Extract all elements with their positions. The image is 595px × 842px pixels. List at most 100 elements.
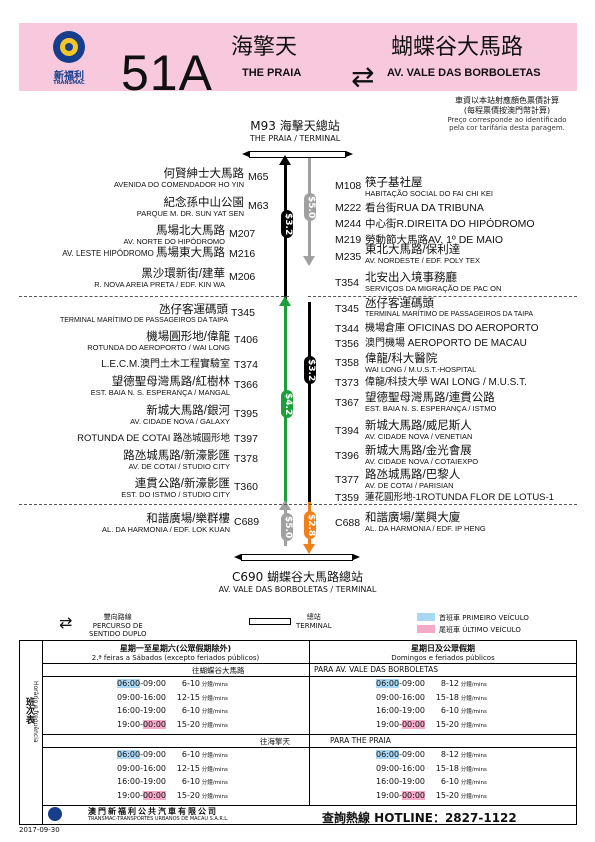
direction-1-pt: PARA AV. VALE DAS BORBOLETAS — [314, 665, 439, 674]
brand-name-en: TRANSMAC — [53, 80, 85, 86]
stop-name-cn: 機場圓形地/偉龍 — [146, 331, 230, 343]
stop-code: T356 — [335, 338, 359, 350]
stop-code: T366 — [234, 379, 258, 391]
stop-code: T358 — [335, 357, 359, 369]
time-separator: - — [399, 692, 402, 702]
stop-code: T397 — [234, 433, 258, 445]
stop-code: M219 — [335, 234, 362, 246]
frequency: 6-10 — [181, 777, 201, 786]
legend-first-bus: 首班車 PRIMEIRO VEÍCULO — [439, 614, 529, 622]
holiday-title: 星期日及公眾假期 — [411, 644, 475, 653]
transmac-emblem-icon — [53, 31, 85, 63]
stop-code: T378 — [234, 453, 258, 465]
stop-code: M206 — [229, 271, 256, 283]
bidirectional-arrows-icon: ⇄ — [351, 60, 375, 93]
stop-code: M108 — [335, 180, 362, 192]
time-separator: - — [399, 679, 402, 688]
transmac-logo: 新福利 TRANSMAC — [49, 31, 89, 89]
destination-name-cn: 蝴蝶谷大馬路 — [391, 35, 524, 60]
stop-code: M207 — [229, 228, 256, 240]
fare-note-line-2: (每程票價按澳門幣計算) — [463, 106, 551, 115]
time-separator: - — [140, 706, 143, 715]
company-name-pt: TRANSMAC-TRANSPORTES URBANOS DE MACAU S.… — [88, 816, 229, 822]
time-separator: - — [140, 692, 143, 702]
table-divider — [309, 664, 310, 805]
time-start: 19:00 — [376, 719, 400, 729]
stop-name-cn: ROTUNDA DE COTAI 路氹城圓形地 — [77, 433, 230, 444]
fare-note-line-3: Preço corresponde ao identificado — [447, 116, 567, 124]
frequency: 6-10 — [440, 706, 460, 715]
stop-name-cn: 紀念孫中山公園 — [163, 197, 245, 209]
side-label-cn: 班次表 — [24, 697, 34, 724]
stop-code: M244 — [335, 218, 362, 230]
fare-zone-divider — [19, 296, 289, 297]
bottom-terminal-name: C690 蝴蝶谷大馬路總站 — [231, 570, 364, 584]
up-arrow-icon — [279, 296, 291, 306]
direction-1-cn: 往蝴蝶谷大馬路 — [192, 666, 245, 675]
frequency-unit: 分鐘/mins — [459, 682, 487, 688]
time-start: 06:00 — [376, 750, 400, 759]
weekday-header: 星期一至星期六(公眾假期除外) 2.ª feiras a Sábados (ex… — [42, 641, 310, 664]
time-start: 16:00 — [376, 777, 400, 786]
stop-code: C689 — [234, 516, 260, 528]
double-direction-icon: ⇄ — [59, 613, 73, 632]
up-arrow-icon — [279, 155, 291, 165]
stop-name-cn: 和諧廣場/業興大廈 — [365, 512, 461, 524]
route-number: 51A — [121, 45, 213, 101]
time-start: 06:00 — [117, 679, 141, 688]
frequency: 8-12 — [440, 750, 460, 759]
origin-name-cn: 海擎天 — [231, 35, 298, 60]
time-separator: - — [140, 719, 143, 729]
frequency-unit: 分鐘/mins — [200, 695, 228, 702]
frequency: 15-18 — [435, 692, 460, 702]
stop-name-en: AV. CIDADE NOVA / COTAIEXPO — [365, 457, 479, 466]
stop-name-cn: 東北大馬路/保利達 — [365, 244, 461, 256]
time-end: 09:00 — [142, 679, 167, 688]
stop-name-cn: 偉龍/科技大學 WAI LONG / M.U.S.T. — [365, 377, 527, 388]
stop-name-en: SERVIÇOS DA MIGRAÇÃO DE PAC ON — [365, 284, 502, 293]
time-separator: - — [140, 790, 143, 800]
bottom-terminal: C690 蝴蝶谷大馬路總站 AV. VALE DAS BORBOLETAS / … — [180, 568, 415, 594]
frequency-unit: 分鐘/mins — [459, 753, 487, 759]
stop-name-cn: 蓮花圓形地-1ROTUNDA FLOR DE LOTUS-1 — [365, 492, 554, 503]
stop-name-en: AV. DE COTAI / STUDIO CITY — [128, 462, 230, 471]
time-end: 00:00 — [401, 790, 426, 800]
time-end: 00:00 — [142, 719, 167, 729]
time-end: 09:00 — [401, 679, 426, 688]
weekday-subtitle: 2.ª feiras a Sábados (excepto feriados p… — [91, 654, 260, 662]
stop-name-cn: 看台街RUA DA TRIBUNA — [365, 202, 484, 214]
stop-name-cn: 勞動節大馬路AV. 1º DE MAIO — [365, 234, 504, 246]
frequency: 15-20 — [435, 719, 460, 729]
stop-name-en: PARQUE M. DR. SUN YAT SEN — [136, 209, 244, 218]
fare-black-lower: $3.2 — [304, 356, 316, 385]
frequency: 6-10 — [181, 750, 201, 759]
time-end: 09:00 — [142, 750, 167, 759]
time-end: 16:00 — [401, 692, 426, 702]
stop-name-cn: 氹仔客運碼頭 — [159, 304, 228, 316]
legend: ⇄ 雙向路線 PERCURSO DE SENTIDO DUPLO 總站 TERM… — [19, 612, 577, 638]
time-end: 09:00 — [401, 750, 426, 759]
stop-name-en: ROTUNDA DO AEROPORTO / WAI LONG — [87, 343, 230, 352]
stop-code: M222 — [335, 202, 362, 214]
time-start: 19:00 — [117, 790, 141, 800]
time-separator: - — [399, 719, 402, 729]
legend-double-direction: 雙向路線 PERCURSO DE SENTIDO DUPLO — [89, 612, 146, 638]
stop-code: M65 — [248, 171, 269, 183]
stop-name-en: EST. BAIA N. S. ESPERANÇA / MANGAL — [90, 388, 230, 397]
time-end: 19:00 — [142, 706, 167, 715]
stop-name-en: AV. CIDADE NOVA / VENETIAN — [365, 432, 473, 441]
time-end: 19:00 — [142, 777, 167, 786]
